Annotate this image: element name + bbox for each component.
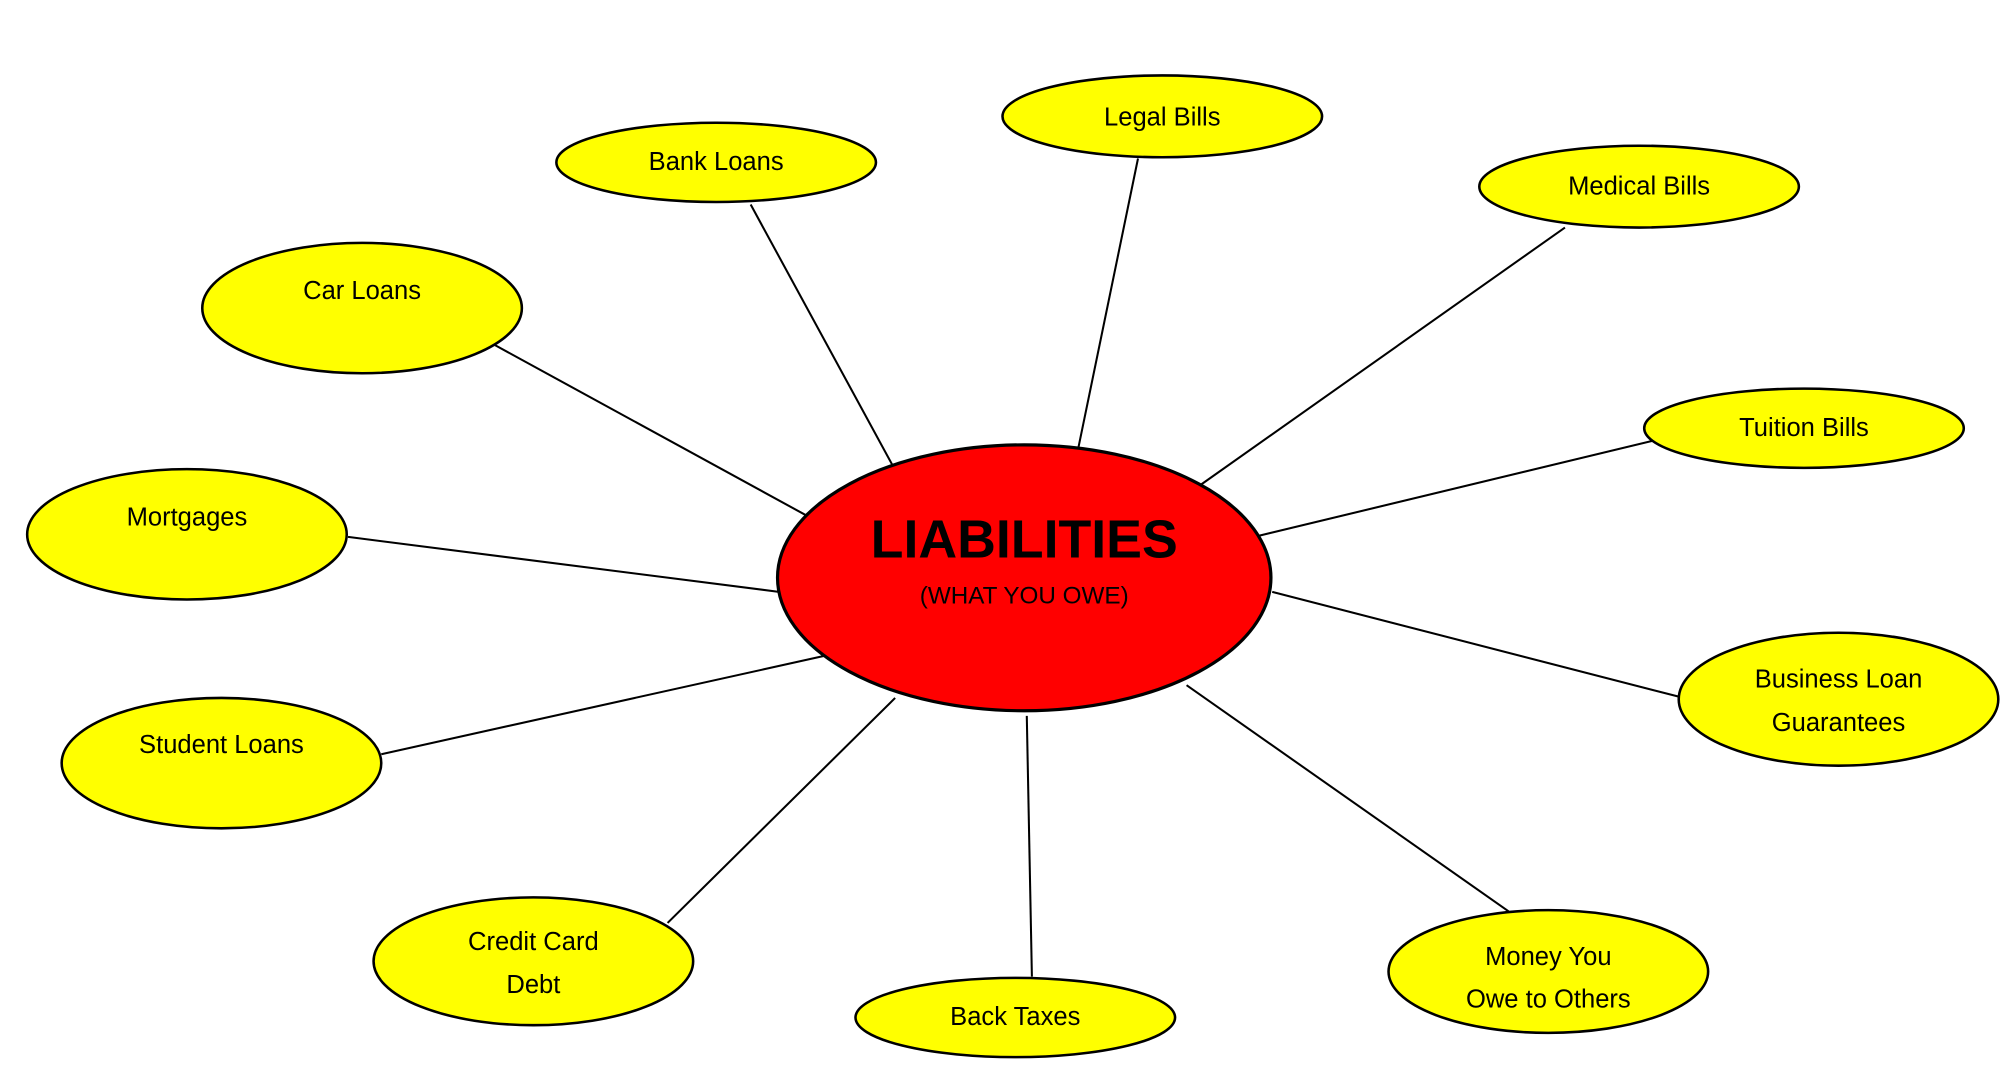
center-subtitle: (WHAT YOU OWE) [920,582,1129,609]
node-label: Medical Bills [1568,172,1710,200]
connector-student-loans [381,654,826,756]
node-back-taxes: Back Taxes [854,976,1177,1059]
node-label-line-1: Money You [1485,943,1611,971]
center-node: LIABILITIES (WHAT YOU OWE) [775,443,1273,713]
connectors [347,158,1679,977]
node-money-you-owe-to-others: Money You Owe to Others [1387,908,1710,1035]
node-label: Mortgages [127,503,248,531]
node-label-line-2: Debt [506,971,560,999]
node-label: Tuition Bills [1739,414,1869,442]
connector-mortgages [347,535,779,593]
connector-business-loan-guarantees [1271,590,1679,698]
node-legal-bills: Legal Bills [1001,74,1324,159]
node-label: Bank Loans [649,148,784,176]
node-label: Back Taxes [950,1003,1080,1031]
node-credit-card-debt: Credit Card Debt [372,896,695,1027]
node-label-line-1: Credit Card [468,928,599,956]
node-mortgages: Mortgages [25,467,349,601]
center-title: LIABILITIES [871,509,1178,569]
connector-legal-bills [1076,158,1140,451]
node-label-line-2: Guarantees [1772,709,1906,737]
node-label-line-2: Owe to Others [1466,985,1631,1013]
connector-back-taxes [1025,715,1033,977]
node-medical-bills: Medical Bills [1478,144,1801,229]
node-label: Car Loans [303,277,421,305]
node-student-loans: Student Loans [60,696,383,830]
connector-bank-loans [749,204,894,466]
node-label-line-1: Business Loan [1755,666,1923,694]
connector-credit-card-debt [666,697,896,924]
node-bank-loans: Bank Loans [555,121,878,204]
node-label: Student Loans [139,731,304,759]
connector-car-loans [494,344,809,518]
connector-money-you-owe [1185,684,1510,913]
node-car-loans: Car Loans [201,241,524,375]
node-business-loan-guarantees: Business Loan Guarantees [1677,631,2000,767]
connector-tuition-bills [1259,440,1653,537]
connector-medical-bills [1198,226,1566,487]
node-tuition-bills: Tuition Bills [1642,387,1966,470]
node-label: Legal Bills [1104,103,1220,131]
